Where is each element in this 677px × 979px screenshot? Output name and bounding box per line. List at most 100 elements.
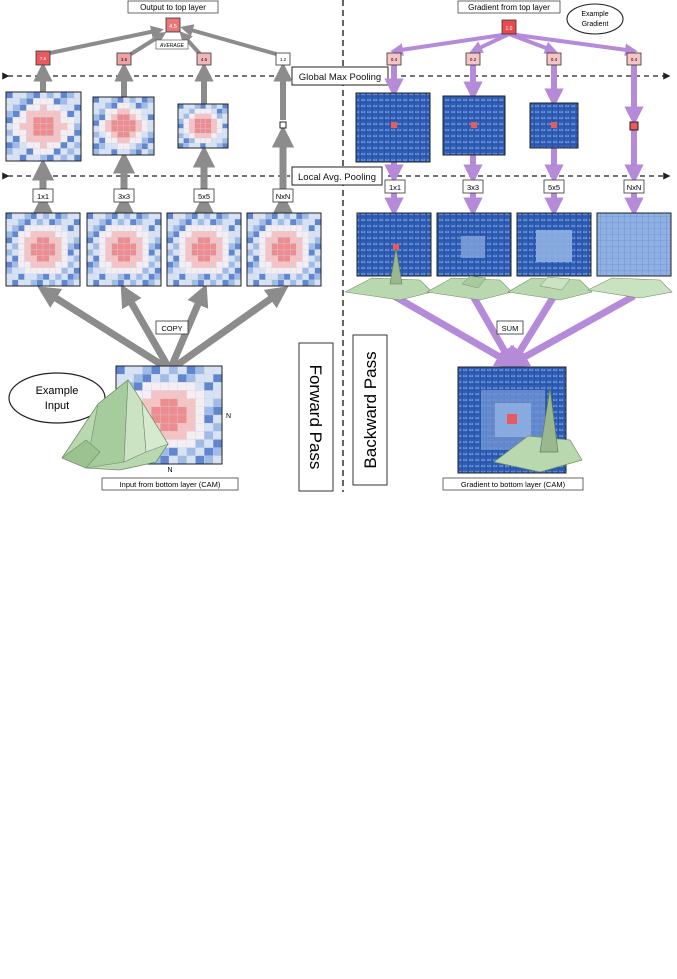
split-value-box: 0.4 xyxy=(626,52,642,66)
svg-text:NxN: NxN xyxy=(627,183,642,192)
sum-arrow xyxy=(506,292,636,368)
backward-map-1x1 xyxy=(344,212,433,301)
global-max-pooling-label: Global Max Pooling xyxy=(291,66,389,86)
svg-text:0.2: 0.2 xyxy=(470,57,477,62)
sum-label: SUM xyxy=(496,320,524,335)
svg-text:3x3: 3x3 xyxy=(118,192,130,201)
copied-heatmap-5x5 xyxy=(166,212,242,287)
svg-text:Input: Input xyxy=(45,400,69,412)
max-value-box: 4.6 xyxy=(196,52,212,66)
svg-text:COPY: COPY xyxy=(161,324,182,333)
svg-text:SUM: SUM xyxy=(502,324,519,333)
backward-pooled-map-nxn xyxy=(629,121,639,131)
svg-text:1.0: 1.0 xyxy=(506,26,513,32)
kernel-label-nxn: NxN xyxy=(623,179,645,194)
example-input-ellipse: Example Input xyxy=(8,372,106,424)
kernel-label-5x5: 5x5 xyxy=(543,179,565,194)
output-to-top-layer-label: Output to top layer xyxy=(127,0,219,14)
copied-heatmap-3x3 xyxy=(86,212,162,287)
max-value-box: 3.6 xyxy=(116,52,132,66)
svg-text:Local Avg. Pooling: Local Avg. Pooling xyxy=(298,172,376,183)
average-arrow xyxy=(49,25,164,55)
svg-text:Output to top layer: Output to top layer xyxy=(140,3,206,12)
pooled-heatmap-1x1 xyxy=(5,91,82,162)
svg-text:0.4: 0.4 xyxy=(631,57,638,62)
svg-text:3.6: 3.6 xyxy=(121,57,128,62)
gradient-to-bottom-map xyxy=(457,366,583,474)
svg-text:Gradient: Gradient xyxy=(582,21,609,28)
average-arrow xyxy=(179,31,202,56)
pooled-heatmap-3x3 xyxy=(92,96,155,156)
pooled-heatmap-5x5 xyxy=(177,103,229,149)
svg-text:7.6: 7.6 xyxy=(40,56,47,61)
kernel-label-1x1: 1x1 xyxy=(32,188,54,203)
average-arrow xyxy=(180,24,277,56)
svg-text:1x1: 1x1 xyxy=(389,183,401,192)
pooling-diagram: 0.0 Global Max Pooling Local Avg. Poolin… xyxy=(2,0,673,492)
svg-text:Backward Pass: Backward Pass xyxy=(361,351,380,468)
local-avg-pooling-label: Local Avg. Pooling xyxy=(291,166,383,186)
svg-text:1.2: 1.2 xyxy=(280,57,287,62)
copy-arrow xyxy=(37,286,172,373)
svg-text:5x5: 5x5 xyxy=(548,183,560,192)
sum-arrow xyxy=(469,294,516,370)
svg-text:5x5: 5x5 xyxy=(198,192,210,201)
example-gradient-ellipse: Example Gradient xyxy=(566,3,624,35)
max-value-box: 7.6 xyxy=(35,50,51,66)
kernel-label-3x3: 3x3 xyxy=(113,188,135,203)
forward-arrows xyxy=(31,24,295,373)
split-value-box: 0.2 xyxy=(465,52,481,66)
svg-text:0.4: 0.4 xyxy=(551,57,558,62)
split-arrow xyxy=(508,32,638,57)
svg-text:3x3: 3x3 xyxy=(467,183,479,192)
copied-heatmap-1x1 xyxy=(5,212,81,287)
average-arrow xyxy=(129,31,167,56)
forward-pooled-maps xyxy=(5,91,287,162)
split-value-box: 0.4 xyxy=(546,52,562,66)
svg-text:Gradient to bottom layer (CAM): Gradient to bottom layer (CAM) xyxy=(461,480,566,489)
split-arrow xyxy=(469,32,510,53)
svg-text:Input from bottom layer (CAM): Input from bottom layer (CAM) xyxy=(120,480,221,489)
input-terrain-mesh xyxy=(61,379,169,471)
backward-map-5x5 xyxy=(507,212,593,301)
svg-text:AVERAGE: AVERAGE xyxy=(159,43,185,49)
kernel-label-5x5: 5x5 xyxy=(193,188,215,203)
max-value-box: 1.2 xyxy=(275,52,291,66)
average-label: AVERAGE xyxy=(155,39,189,50)
gradient-from-top-label: Gradient from top layer xyxy=(457,0,561,14)
pooled-heatmap-nxn xyxy=(279,121,287,129)
svg-text:4.6: 4.6 xyxy=(201,57,208,62)
copy-arrow xyxy=(120,284,174,372)
copy-arrow xyxy=(167,286,289,373)
svg-text:NxN: NxN xyxy=(276,192,291,201)
output-value-box: 4.5 xyxy=(165,17,181,33)
backward-pass-title: Backward Pass xyxy=(352,334,388,486)
svg-text:Global Max Pooling: Global Max Pooling xyxy=(299,72,381,83)
backward-map-3x3 xyxy=(426,212,513,301)
kernel-label-1x1: 1x1 xyxy=(384,179,406,194)
input-from-bottom-label: Input from bottom layer (CAM) xyxy=(101,477,239,491)
split-value-box: 0.4 xyxy=(386,52,402,66)
svg-text:Example: Example xyxy=(36,385,79,397)
svg-text:Example: Example xyxy=(581,11,608,18)
svg-text:Forward Pass: Forward Pass xyxy=(306,365,325,470)
forward-pass-title: Forward Pass xyxy=(298,342,334,492)
gradient-top-value-box: 1.0 xyxy=(501,19,517,35)
backward-arrows xyxy=(384,32,644,370)
kernel-label-nxn: NxN xyxy=(272,188,294,203)
split-arrow xyxy=(390,32,510,57)
sum-arrow xyxy=(392,292,518,368)
backward-pooled-map-5x5 xyxy=(529,102,579,149)
copy-label: COPY xyxy=(155,320,189,335)
gradient-to-bottom-label: Gradient to bottom layer (CAM) xyxy=(442,477,584,491)
copied-heatmap-nxn xyxy=(246,212,322,287)
forward-copied-maps xyxy=(5,212,322,287)
n-label-right: N xyxy=(226,413,231,420)
backward-pooled-map-1x1 xyxy=(355,92,431,163)
svg-text:0.4: 0.4 xyxy=(391,57,398,62)
svg-text:Gradient from top layer: Gradient from top layer xyxy=(468,3,550,12)
svg-text:1x1: 1x1 xyxy=(37,192,49,201)
backward-map-nxn xyxy=(587,212,673,299)
svg-text:4.5: 4.5 xyxy=(169,24,177,30)
kernel-label-3x3: 3x3 xyxy=(462,179,484,194)
